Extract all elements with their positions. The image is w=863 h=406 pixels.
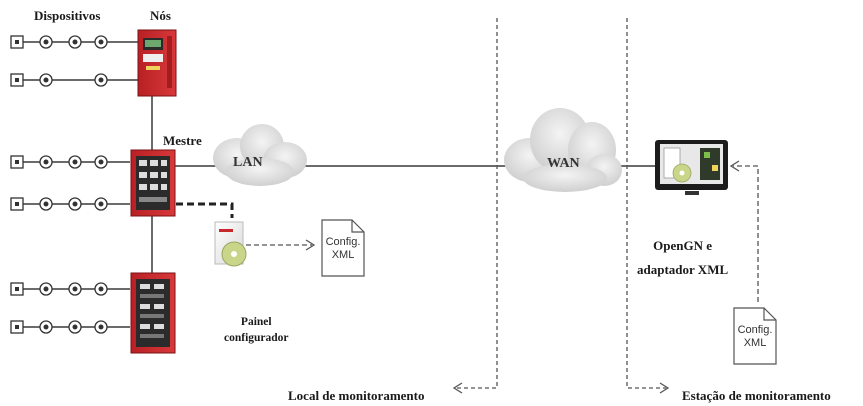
devices-label: Dispositivos [34, 8, 101, 23]
nodes-label: Nós [150, 8, 171, 23]
device-chain-2 [10, 73, 140, 87]
monitor-boundary [626, 18, 670, 394]
local-station-label: Local de monitoramento [288, 388, 425, 403]
config-doc-2-line1: Config. [737, 324, 773, 336]
config-doc-2-text: Config. XML [735, 324, 775, 350]
master-label: Mestre [163, 133, 202, 148]
config-doc-1-line1: Config. [325, 236, 361, 248]
document-icon [321, 219, 365, 277]
lan-label: LAN [233, 155, 263, 170]
config-doc-1-line2: XML [331, 249, 355, 261]
config-link [176, 202, 234, 218]
opengn-label: OpenGN e adaptador XML [637, 234, 728, 282]
device-chain-3 [10, 155, 130, 169]
monitor-icon [655, 140, 728, 195]
local-boundary [452, 18, 498, 394]
fire-panel-icon [137, 29, 177, 97]
adapter-arrow [729, 160, 759, 302]
device-chain-1 [10, 35, 140, 49]
monitor-station-label: Estação de monitoramento [682, 388, 831, 403]
cloud-icon [504, 108, 622, 192]
fire-panel-icon [130, 272, 176, 354]
opengn-label-line2: adaptador XML [637, 262, 729, 277]
cloud-icon [213, 124, 307, 186]
wan-label: WAN [547, 156, 580, 171]
device-chain-6 [10, 320, 130, 334]
document-icon [733, 307, 777, 365]
panel-label-line1: Painel [240, 316, 272, 328]
device-chain-4 [10, 197, 130, 211]
opengn-label-line1: OpenGN e [653, 238, 712, 253]
config-doc-2-line2: XML [743, 337, 767, 349]
config-arrow [246, 239, 316, 251]
fire-panel-icon [130, 149, 176, 217]
config-doc-1-text: Config. XML [323, 236, 363, 262]
panel-label: Painel configurador [224, 314, 289, 346]
panel-label-line2: configurador [224, 332, 289, 344]
software-box-icon [214, 221, 247, 267]
device-chain-5 [10, 282, 130, 296]
